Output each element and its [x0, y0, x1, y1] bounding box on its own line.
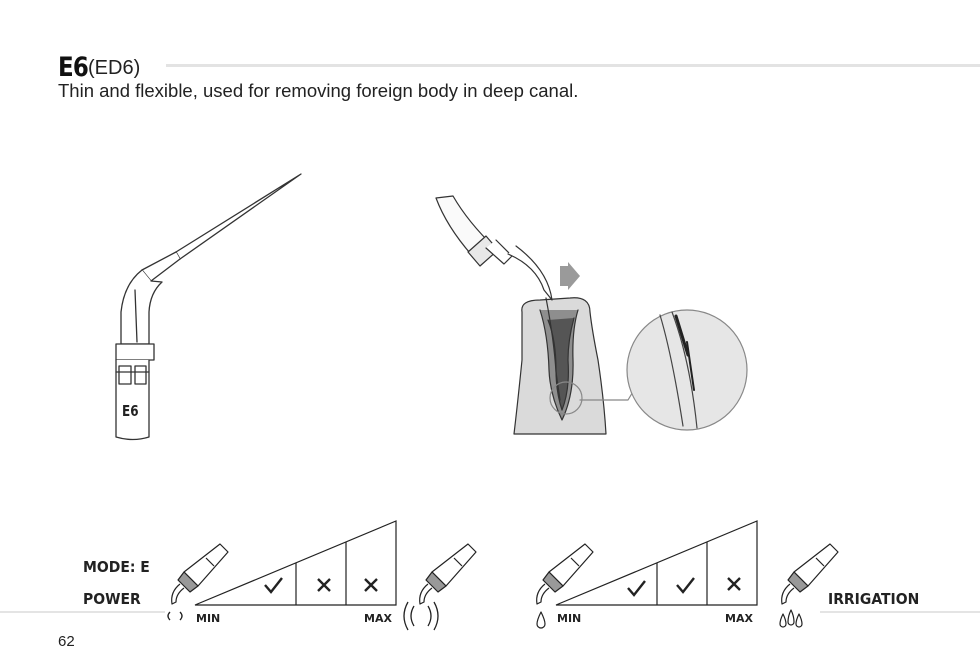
- page-number: 62: [58, 633, 75, 650]
- handpiece-high-water-icon: [779, 543, 839, 628]
- footer-rule-left: [0, 611, 165, 613]
- irrigation-max-label: MAX: [725, 612, 753, 625]
- irrigation-level-3-cross-icon: [727, 577, 741, 591]
- irrigation-level-2-check-icon: [676, 577, 695, 594]
- footer-rule-right: [820, 611, 980, 613]
- power-label: POWER: [83, 590, 141, 608]
- power-level-3-cross-icon: [364, 578, 378, 592]
- tip-alt-code: (ED6): [88, 57, 141, 79]
- tip-description: Thin and flexible, used for removing for…: [58, 80, 579, 101]
- power-max-label: MAX: [364, 612, 392, 625]
- power-level-1-check-icon: [264, 577, 283, 594]
- title-rule: [166, 64, 980, 67]
- tip-engraving: E6: [122, 402, 139, 420]
- power-level-2-cross-icon: [317, 578, 331, 592]
- irrigation-label: IRRIGATION: [828, 590, 920, 608]
- handpiece-low-vibration-icon: [167, 543, 229, 621]
- power-min-label: MIN: [196, 612, 221, 625]
- handpiece-low-water-icon: [536, 543, 594, 629]
- handpiece-high-vibration-icon: [403, 543, 477, 631]
- tip-code: E6: [58, 52, 89, 83]
- title-row: E6 (ED6): [58, 48, 980, 83]
- mode-label: MODE: E: [83, 558, 150, 576]
- irrigation-level-1-check-icon: [627, 580, 646, 597]
- irrigation-min-label: MIN: [557, 612, 582, 625]
